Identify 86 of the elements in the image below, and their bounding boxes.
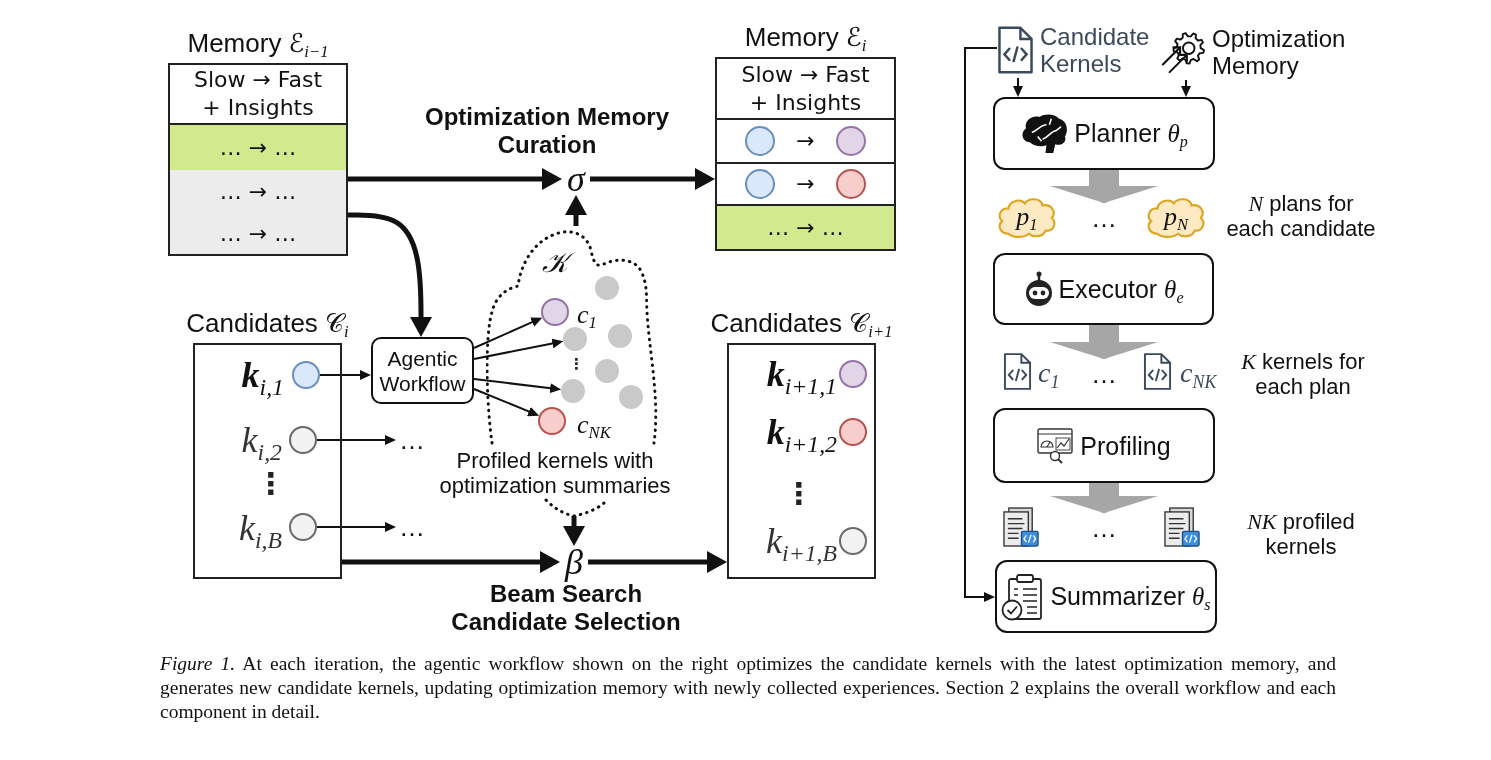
row-text: Slow → Fast + Insights [192, 66, 324, 122]
annotation-text: NK profiled kernels [1246, 509, 1356, 561]
circle-node [839, 527, 867, 555]
arrow [473, 388, 540, 417]
process-box [993, 408, 1215, 483]
circle-node [595, 359, 619, 383]
figure-caption: Figure 1. At each iteration, the agentic workflow shown on the right optimizes the candidate kernels with the latest optimization memory, and generates new candidate kernels, updating optimization memory with newly collected experiences. Section 2 explains the overall workflow and each component in detail. [160, 652, 1336, 724]
circle-node [745, 169, 775, 199]
ellipsis: … [396, 425, 428, 455]
vertical-ellipsis: ⋮ [256, 465, 278, 503]
kernel-label: c$_{1}$ [577, 300, 598, 330]
arrow [588, 551, 727, 573]
annotation-text: K kernels for each plan [1240, 349, 1366, 401]
row-text: … → … [219, 177, 297, 206]
circle-node [538, 407, 566, 435]
arrow [473, 317, 543, 349]
circle-node [745, 126, 775, 156]
step-label: Planner θ$_{p}$ [1074, 118, 1188, 149]
arrow [348, 168, 562, 190]
kernel-label: c$_{NK}$ [577, 410, 613, 440]
table-row [717, 206, 894, 249]
circle-node [289, 426, 317, 454]
arrow [473, 378, 562, 394]
plan-label: p$_{N}$ [1163, 203, 1189, 231]
table-title: Memory ℰ$_{i−1}$ [187, 28, 329, 59]
process-box: Agentic Workflow [371, 337, 474, 404]
kernel-label: c$_{1}$ [1038, 357, 1061, 389]
arrow [565, 195, 587, 226]
arrow [1013, 77, 1023, 97]
icon-caption: Candidate Kernels [1040, 23, 1151, 77]
circle-node [836, 169, 866, 199]
cloud-caption: Profiled kernels with optimization summaries [438, 448, 672, 500]
arrow [563, 516, 585, 546]
stage-caption: Optimization Memory Curation [424, 103, 670, 160]
step-label: Executor θ$_{e}$ [1058, 273, 1184, 305]
table-title: Candidates 𝒞$_{i}$ [186, 308, 349, 339]
kernel-label: c$_{NK}$ [1180, 357, 1218, 391]
arrow [316, 435, 396, 445]
circle-node [839, 360, 867, 388]
arrow [342, 551, 560, 573]
arrow [590, 168, 715, 190]
circle-node [561, 379, 585, 403]
circle-node [608, 324, 632, 348]
table-title: Memory ℰ$_{i}$ [744, 22, 867, 53]
table-row [170, 125, 346, 170]
row-text: Slow → Fast + Insights [740, 60, 871, 117]
table-row [170, 170, 346, 213]
circle-node [595, 276, 619, 300]
circle-node [563, 327, 587, 351]
process-box [995, 560, 1217, 633]
arrow [319, 370, 371, 380]
icon-caption: Optimization Memory [1212, 25, 1347, 79]
row-text: → [796, 127, 815, 155]
arrow [348, 212, 432, 337]
circle-node [289, 513, 317, 541]
operator-symbol: σ [562, 163, 590, 195]
table-row [170, 213, 346, 254]
ellipsis: … [1085, 359, 1123, 389]
circle-node [619, 385, 643, 409]
annotation-text: N plans for each candidate [1225, 191, 1377, 243]
arrow [473, 338, 564, 360]
ellipsis: … [1085, 513, 1123, 543]
arrow [1181, 79, 1191, 97]
step-label: Profiling [1080, 430, 1171, 461]
arrow [316, 522, 396, 532]
circle-node [839, 418, 867, 446]
row-text: … → … [219, 219, 297, 248]
vertical-ellipsis: ⋮ [569, 354, 583, 375]
cloud-symbol: 𝒦 [534, 241, 576, 285]
plan-cloud [996, 195, 1058, 239]
row-text: … → … [219, 133, 297, 162]
ellipsis: … [1085, 203, 1123, 233]
arrow [964, 47, 998, 602]
step-label: Summarizer θ$_{s}$ [1050, 581, 1211, 612]
circle-node [836, 126, 866, 156]
plan-cloud [1145, 195, 1207, 239]
row-text: → [796, 170, 815, 198]
circle-node [292, 361, 320, 389]
circle-node [541, 298, 569, 326]
process-box [993, 97, 1215, 170]
ellipsis: … [396, 512, 428, 542]
process-box [993, 253, 1214, 325]
plan-label: p$_{1}$ [1016, 203, 1038, 231]
table-title: Candidates 𝒞$_{i+1}$ [710, 308, 893, 339]
vertical-ellipsis: ⋮ [784, 475, 806, 513]
row-text: … → … [767, 213, 844, 242]
